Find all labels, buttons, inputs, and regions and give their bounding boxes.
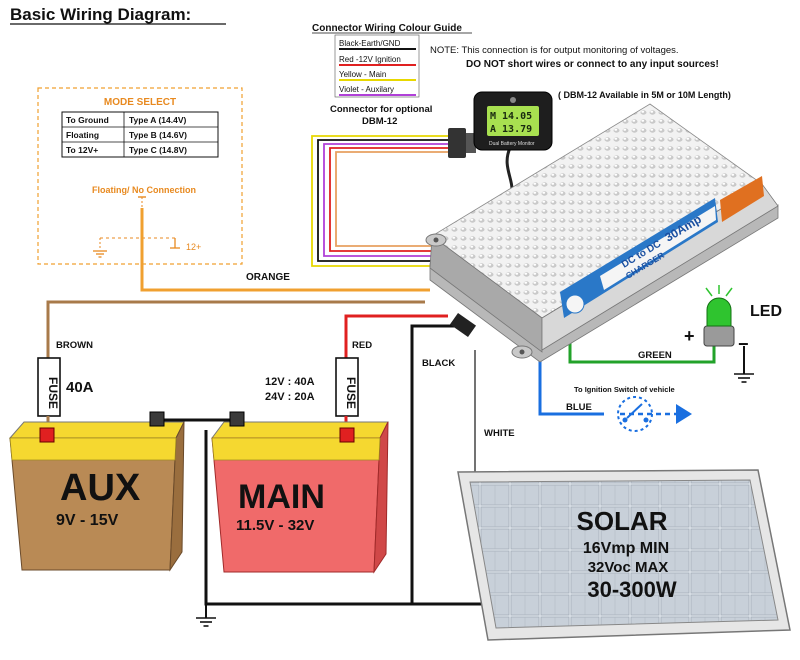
orange-wire-label: ORANGE: [246, 272, 290, 283]
brown-wire: [46, 300, 425, 358]
black-wire-label: BLACK: [422, 358, 455, 369]
fuse-main: FUSE: [335, 357, 359, 417]
monitor-caption: Dual Battery Monitor: [489, 141, 535, 147]
led-label: LED: [750, 303, 782, 320]
connector-label-1: Connector for optional: [330, 104, 432, 115]
guide-red: Red -12V Ignition: [339, 55, 401, 64]
fuse-aux: FUSE: [37, 357, 61, 417]
mode-plus-label: 12+: [186, 242, 201, 252]
solar-line-1: 16Vmp MIN: [583, 540, 669, 557]
aux-terminal-positive: [39, 427, 55, 443]
solar-panel: [457, 469, 791, 641]
mode-row-0-type: Type A (14.4V): [129, 115, 186, 125]
note-line-1: NOTE: This connection is for output moni…: [430, 45, 679, 56]
led-minus-sign: −: [738, 334, 749, 354]
main-ground-icon: [196, 617, 216, 627]
main-battery-name: MAIN: [238, 478, 325, 516]
led-plus-sign: +: [684, 326, 695, 346]
guide-black: Black-Earth/GND: [339, 39, 401, 48]
led-base: [703, 325, 735, 347]
dbm12-monitor: M 14.05 A 13.79 Dual Battery Monitor: [473, 91, 553, 151]
led-indicator: [703, 285, 735, 347]
mode-select-title: MODE SELECT: [104, 97, 176, 108]
solar-name: SOLAR: [577, 506, 668, 536]
monitor-reading-2: A 13.79: [490, 124, 532, 135]
connector-plug: [448, 128, 476, 158]
mode-ground-icon: [93, 250, 107, 258]
mode-row-0-connection: To Ground: [66, 115, 109, 125]
aux-battery: [8, 411, 185, 572]
main-battery-range: 11.5V - 32V: [236, 517, 314, 534]
guide-yellow: Yellow - Main: [339, 70, 386, 79]
black-wire: [410, 324, 464, 604]
aux-terminal-negative: [149, 411, 165, 427]
solar-line-2: 32Voc MAX: [588, 559, 669, 576]
fuse-main-rating-1: 12V : 40A: [265, 376, 315, 388]
led-bulb-icon: [706, 297, 732, 327]
dc-dc-charger: [425, 103, 779, 363]
main-terminal-positive: [339, 427, 355, 443]
mode-table: [61, 111, 219, 158]
ignition-label: To Ignition Switch of vehicle: [574, 385, 675, 394]
connector-label-2: DBM-12: [362, 116, 397, 127]
green-wire-label: GREEN: [638, 350, 672, 361]
aux-battery-name: AUX: [60, 467, 141, 509]
aux-battery-range: 9V - 15V: [56, 512, 119, 529]
colour-guide-heading: Connector Wiring Colour Guide: [312, 23, 462, 34]
ignition-switch-icon: [617, 396, 653, 432]
monitor-logo-icon: [510, 97, 516, 103]
orange-wire: [140, 208, 430, 292]
connector-cable: [311, 135, 448, 267]
blue-wire-label: BLUE: [566, 402, 592, 413]
mode-row-2-connection: To 12V+: [66, 145, 98, 155]
mode-row-1-type: Type B (14.6V): [129, 130, 187, 140]
green-wire: [568, 340, 716, 364]
fuse-main-label: FUSE: [344, 377, 358, 409]
fuse-main-rating-2: 24V : 20A: [265, 391, 315, 403]
main-battery: [211, 411, 389, 574]
charger-terminal: [449, 312, 477, 338]
mode-select: MODE SELECT To Ground Type A (14.4V) Flo…: [37, 87, 243, 265]
mode-row-1-connection: Floating: [66, 130, 99, 140]
monitor-reading-1: M 14.05: [490, 111, 532, 122]
charger-logo-icon: [565, 294, 585, 314]
dbm-length-note: ( DBM-12 Available in 5M or 10M Length): [558, 90, 731, 100]
led-ground-icon: [734, 373, 754, 383]
red-wire: [344, 314, 448, 358]
red-wire-label: RED: [352, 340, 372, 351]
note-line-2: DO NOT short wires or connect to any inp…: [466, 59, 719, 70]
guide-violet: Violet - Auxilary: [339, 85, 394, 94]
fuse-aux-rating: 40A: [66, 379, 94, 396]
main-terminal-negative: [229, 411, 245, 427]
floating-label: Floating/ No Connection: [92, 185, 196, 195]
monitor-screen: [487, 106, 539, 136]
diagram-title: Basic Wiring Diagram:: [10, 5, 191, 24]
blue-wire: [538, 350, 604, 416]
fuse-aux-label: FUSE: [46, 377, 60, 409]
white-wire-label: WHITE: [484, 428, 515, 439]
colour-guide: Connector Wiring Colour Guide Black-Eart…: [312, 23, 472, 98]
solar-line-3: 30-300W: [587, 577, 677, 602]
mode-row-2-type: Type C (14.8V): [129, 145, 187, 155]
blue-arrow-icon: [676, 404, 692, 424]
brown-wire-label: BROWN: [56, 340, 93, 351]
